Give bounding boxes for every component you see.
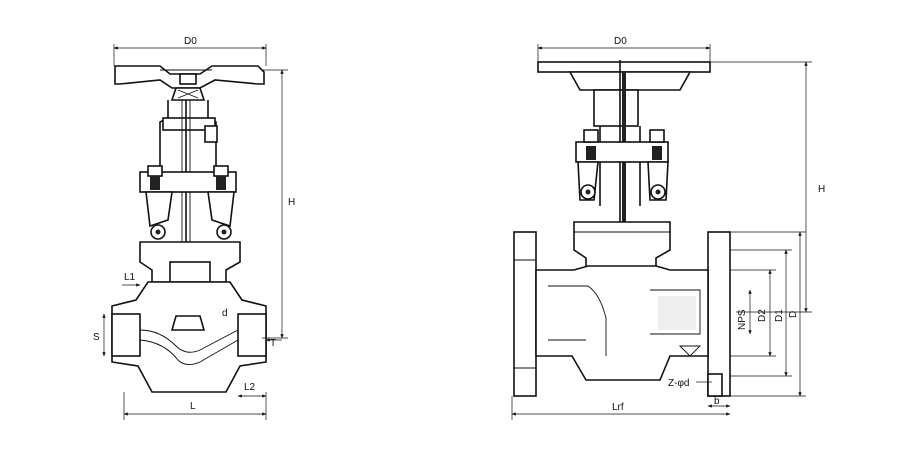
right-label-d0: D0: [614, 36, 627, 47]
left-label-l1: L1: [124, 272, 136, 283]
left-body: [111, 281, 267, 393]
left-dimensions: [102, 44, 288, 420]
right-label-nps: NPS: [737, 309, 748, 330]
left-valve-drawing: D0 H L1 d S T L2 L: [93, 36, 295, 420]
right-flanges: [513, 231, 731, 397]
right-yoke: [575, 126, 669, 206]
left-gland-bolts: [139, 165, 237, 240]
right-label-d1: D1: [774, 309, 785, 322]
right-label-d: D: [788, 311, 799, 318]
left-label-s: S: [93, 332, 100, 343]
left-label-h: H: [288, 197, 295, 208]
right-label-h: H: [818, 184, 825, 195]
left-label-l2: L2: [244, 382, 256, 393]
right-valve-drawing: D0 H NPS D2 D1 D Z-φd Lrf b: [511, 36, 825, 420]
right-dimensions: [511, 44, 812, 420]
right-label-d2: D2: [757, 309, 768, 322]
left-handwheel: [114, 65, 265, 101]
right-label-lrf: Lrf: [612, 402, 624, 413]
right-bonnet: [573, 221, 671, 269]
left-label-d0: D0: [184, 36, 197, 47]
left-label-d: d: [222, 308, 228, 319]
left-label-t: T: [270, 338, 276, 349]
right-label-b: b: [714, 396, 720, 407]
right-label-z-phi-d: Z-φd: [668, 378, 689, 389]
right-body: [535, 265, 709, 381]
left-label-l: L: [190, 401, 196, 412]
